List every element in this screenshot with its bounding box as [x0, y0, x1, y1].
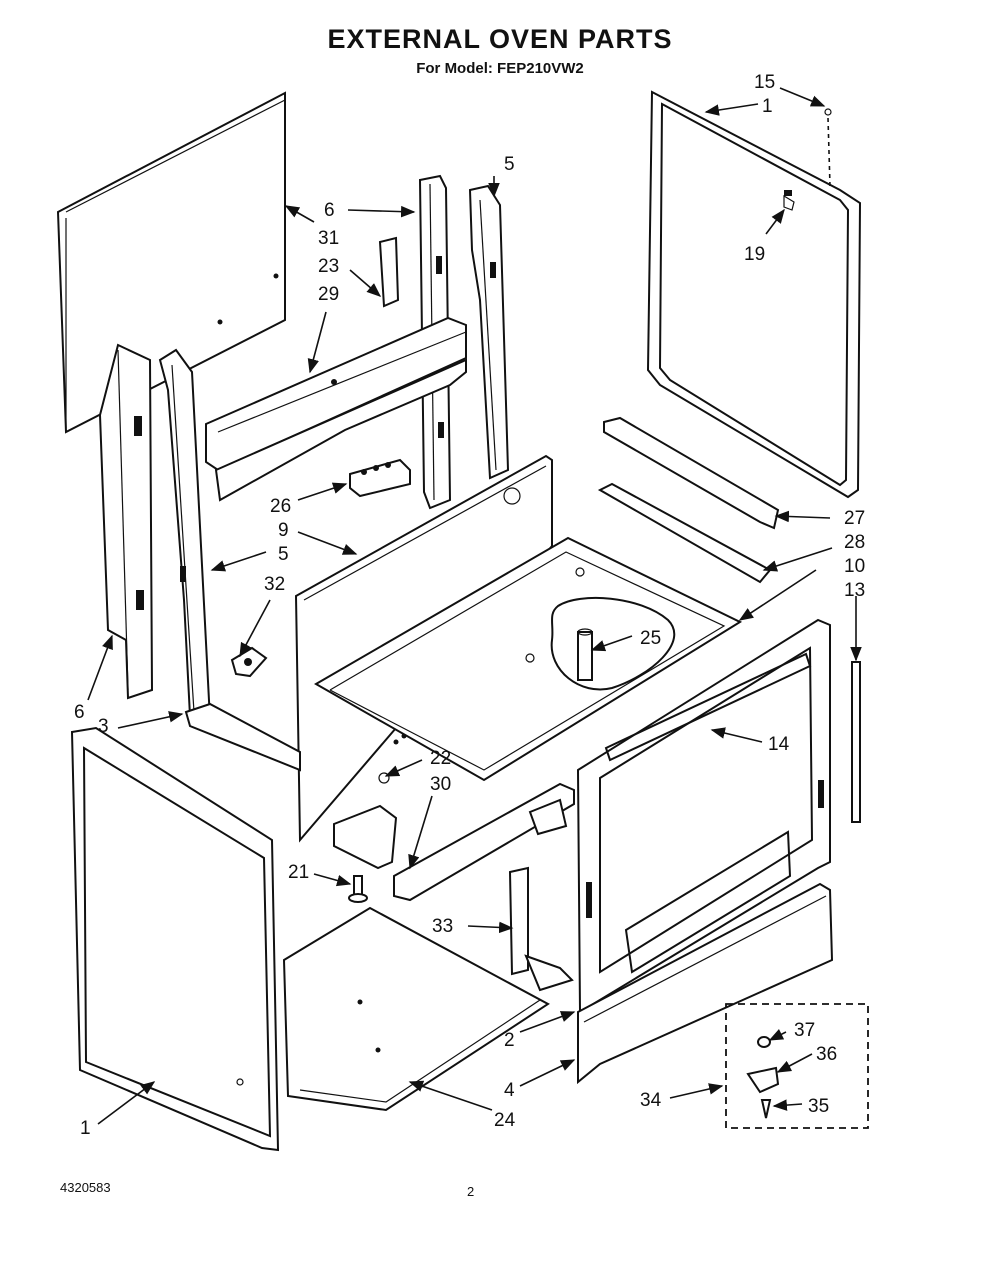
callout-21: 21 [288, 862, 309, 883]
callout-25: 25 [640, 628, 661, 649]
page-title: EXTERNAL OVEN PARTS [327, 24, 673, 54]
callout-2: 2 [504, 1030, 515, 1051]
callout-1-top: 1 [762, 96, 773, 117]
bracket-part-22 [333, 772, 398, 870]
thermostat-part-32 [230, 646, 268, 678]
side-panel-left-part-1 [70, 726, 280, 1152]
bracket-part-3 [184, 702, 301, 772]
callout-32: 32 [264, 574, 285, 595]
bracket-part-23 [378, 236, 400, 308]
callout-1-low: 1 [80, 1118, 91, 1139]
callout-5-mid: 5 [278, 544, 289, 565]
callout-29: 29 [318, 284, 339, 305]
callout-30: 30 [430, 774, 451, 795]
callout-23: 23 [318, 256, 339, 277]
callout-33: 33 [432, 916, 453, 937]
callout-19: 19 [744, 244, 765, 265]
callout-5-top: 5 [504, 154, 515, 175]
screw-part-21 [348, 875, 368, 903]
channel-part-30 [393, 782, 575, 902]
document-number: 4320583 [60, 1180, 111, 1195]
hinge-part-33 [508, 866, 574, 992]
callout-15: 15 [754, 72, 775, 93]
bottom-pan-part-24 [282, 906, 550, 1112]
callout-6-top: 6 [324, 200, 335, 221]
callout-34: 34 [640, 1090, 662, 1111]
callout-22: 22 [430, 748, 451, 769]
callout-28: 28 [844, 532, 865, 553]
callout-6-low: 6 [74, 702, 85, 723]
rail-part-27 [603, 416, 780, 530]
callout-27: 27 [844, 508, 865, 529]
inset-box-part-34 [725, 1003, 869, 1129]
page-number: 2 [467, 1184, 475, 1199]
callout-13: 13 [844, 580, 865, 601]
callout-10: 10 [844, 556, 865, 577]
rear-brace-part-29 [205, 316, 467, 502]
front-upright-left-part-5 [158, 348, 212, 722]
callout-36: 36 [816, 1044, 837, 1065]
oven-bottom-part-10 [313, 536, 743, 782]
callout-26: 26 [270, 496, 291, 517]
callout-35: 35 [808, 1096, 829, 1117]
callout-4: 4 [504, 1080, 515, 1101]
callout-labels: 15 1 5 6 31 23 29 19 26 9 5 32 27 28 10 … [74, 72, 865, 1139]
callout-3: 3 [98, 716, 109, 737]
callout-14: 14 [768, 734, 790, 755]
rear-panel-part-31 [56, 91, 286, 434]
terminal-block-part-26 [349, 458, 411, 498]
model-line: For Model: FEP210VW2 [416, 60, 584, 77]
lower-front-rail-part-4 [577, 882, 834, 1085]
side-panel-right-part-1 [646, 90, 862, 499]
callout-37: 37 [794, 1020, 815, 1041]
leader-lines [87, 87, 862, 1125]
rear-upright-part-5 [468, 184, 510, 480]
strip-part-13 [851, 661, 861, 823]
callout-9: 9 [278, 520, 289, 541]
callout-24: 24 [494, 1110, 516, 1131]
callout-31: 31 [318, 228, 339, 249]
front-upright-left-part-6 [98, 343, 154, 700]
